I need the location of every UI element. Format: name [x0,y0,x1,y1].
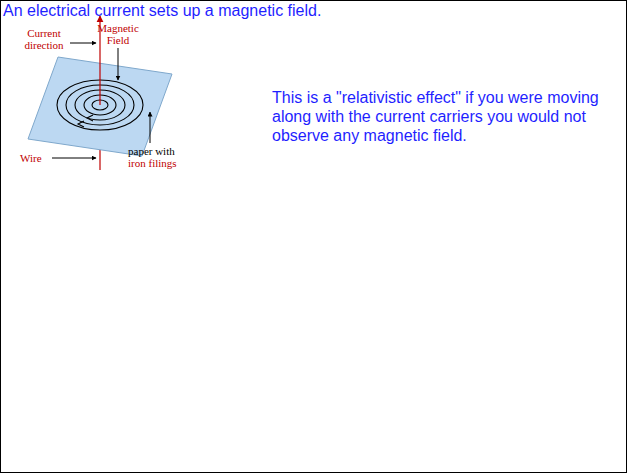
current-label: Current direction [18,27,70,51]
field-label: Magnetic Field [94,22,142,46]
field-leader [118,48,119,80]
filings-label: iron filings [128,157,198,169]
paper-label: paper with [128,145,198,157]
wire-label: Wire [20,152,50,164]
field-direction-arrows [78,115,93,127]
paper-leader [150,112,151,143]
wire-leader [52,158,96,159]
current-leader [70,43,96,44]
note-text: This is a "relativistic effect" if you w… [272,88,607,145]
slide-title: An electrical current sets up a magnetic… [3,1,321,20]
